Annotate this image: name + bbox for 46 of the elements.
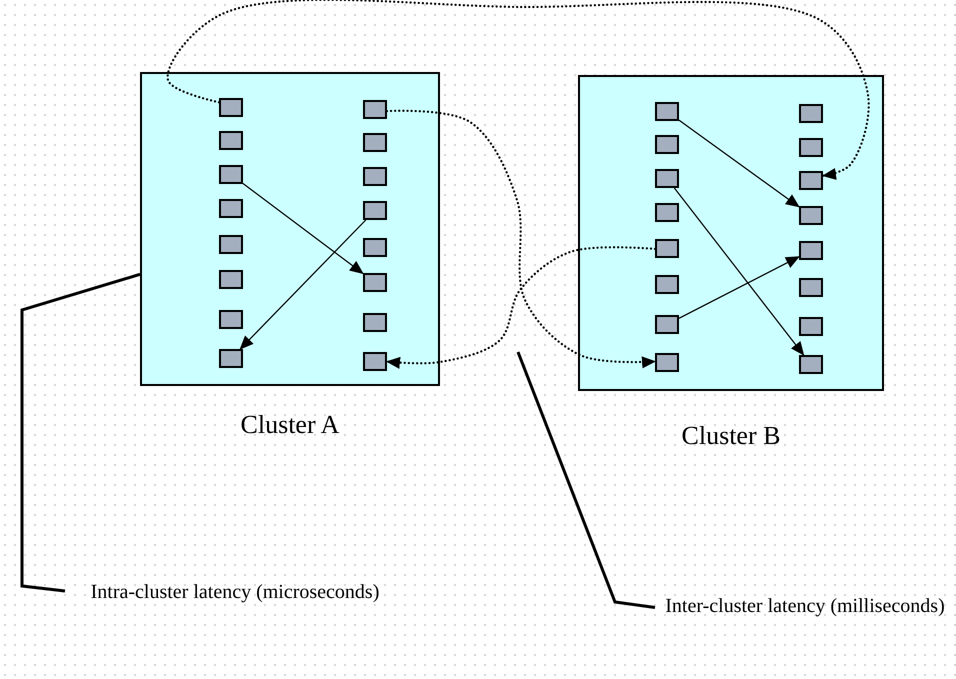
node-box bbox=[655, 275, 679, 294]
node-box bbox=[363, 238, 387, 257]
node-box bbox=[363, 273, 387, 292]
arrow bbox=[678, 120, 800, 208]
node-box bbox=[363, 167, 387, 186]
caption-text: Intra-cluster latency (microseconds) bbox=[90, 580, 380, 605]
node-box bbox=[655, 203, 679, 222]
node-box bbox=[219, 270, 243, 289]
caption-text: Inter-cluster latency (milliseconds) bbox=[664, 594, 946, 619]
node-box bbox=[655, 169, 679, 188]
node-box bbox=[655, 135, 679, 154]
dotted-arrow bbox=[386, 246, 656, 369]
node-box bbox=[219, 165, 243, 184]
node-box bbox=[219, 131, 243, 150]
dotted-arrow bbox=[386, 110, 656, 368]
node-box bbox=[219, 98, 243, 117]
node-box bbox=[799, 317, 823, 336]
cluster-label: Cluster A bbox=[240, 410, 340, 440]
arrow bbox=[240, 220, 366, 350]
node-box bbox=[799, 138, 823, 157]
node-box bbox=[363, 313, 387, 332]
node-box bbox=[655, 102, 679, 121]
arrow bbox=[242, 183, 364, 274]
node-box bbox=[363, 352, 387, 371]
node-box bbox=[363, 100, 387, 119]
node-box bbox=[799, 278, 823, 297]
node-box bbox=[363, 133, 387, 152]
cluster-label: Cluster B bbox=[682, 421, 780, 451]
node-box bbox=[363, 201, 387, 220]
node-box bbox=[655, 315, 679, 334]
node-box bbox=[799, 355, 823, 374]
arrow bbox=[674, 188, 804, 356]
leader-line bbox=[516, 351, 656, 609]
dotted-arrow bbox=[166, 0, 870, 180]
node-box bbox=[799, 171, 823, 190]
node-box bbox=[655, 239, 679, 258]
node-box bbox=[219, 310, 243, 329]
node-box bbox=[799, 241, 823, 260]
node-box bbox=[799, 206, 823, 225]
node-box bbox=[655, 353, 679, 372]
node-box bbox=[219, 199, 243, 218]
leader-line bbox=[20, 272, 140, 593]
node-box bbox=[219, 235, 243, 254]
node-box bbox=[219, 349, 243, 368]
node-box bbox=[799, 104, 823, 123]
arrow bbox=[678, 256, 800, 319]
